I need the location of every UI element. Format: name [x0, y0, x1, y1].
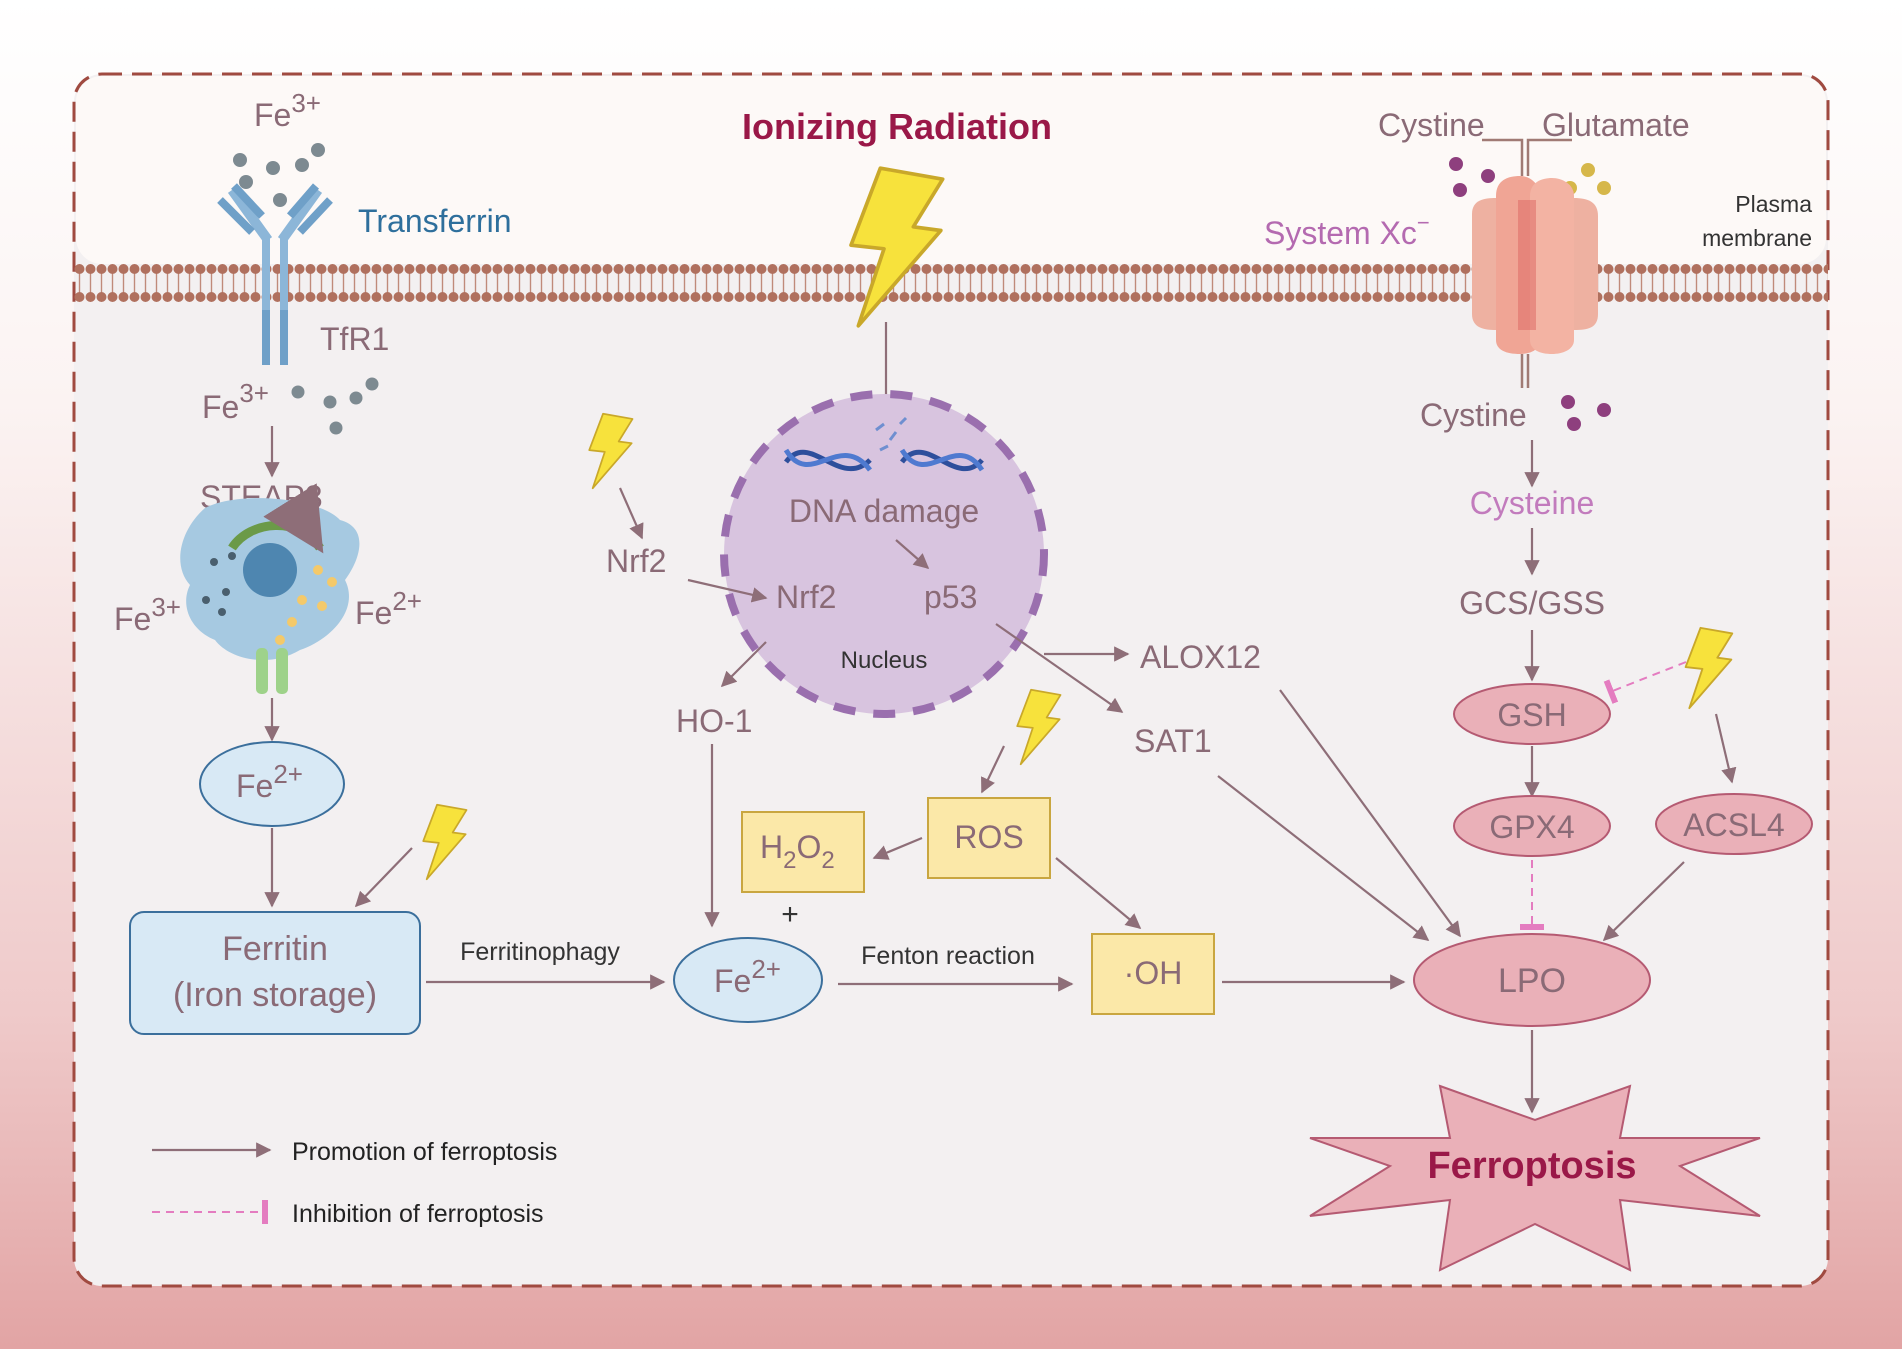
transferrin-label: Transferrin	[358, 203, 512, 239]
xc-transporter-icon	[1472, 138, 1598, 388]
fe3-inside-label: Fe3+	[202, 378, 269, 425]
ferritin-label-line1: Ferritin	[222, 930, 328, 968]
fe2-pool-node	[199, 741, 345, 827]
legend-promotion-label: Promotion of ferroptosis	[292, 1138, 557, 1166]
fe2-center-node	[673, 937, 823, 1023]
gpx4-node	[1453, 795, 1611, 857]
gpx4-label: GPX4	[1489, 809, 1574, 845]
glutamate-label: Glutamate	[1542, 107, 1690, 143]
alox12-label: ALOX12	[1140, 639, 1261, 675]
oh-box	[1091, 933, 1215, 1015]
lpo-label: LPO	[1498, 962, 1566, 1000]
fe3-top-label: Fe3+	[254, 88, 321, 133]
cystine-inside-label: Cystine	[1420, 397, 1527, 433]
nucleus-label: Nucleus	[841, 647, 928, 674]
fe2-center-label: Fe2+	[714, 954, 781, 999]
acsl4-node	[1655, 793, 1813, 855]
ferritinophagy-label: Ferritinophagy	[460, 938, 620, 966]
ferritin-box	[129, 911, 421, 1035]
dna-helix-icon	[783, 416, 985, 472]
h2o2-box	[741, 811, 865, 893]
p53-label: p53	[924, 579, 977, 615]
gcs-gss-label: GCS/GSS	[1459, 585, 1605, 621]
plus-sign: +	[781, 898, 799, 931]
h2o2-label: H2O2	[760, 829, 835, 874]
endosome-fe2-label: Fe2+	[355, 586, 422, 631]
membrane-label-line1: Plasma	[1735, 191, 1812, 217]
cystine-dots-top	[1449, 157, 1495, 197]
membrane-label-line2: membrane	[1702, 225, 1812, 251]
ros-label: ROS	[954, 819, 1023, 855]
ros-box	[927, 797, 1051, 879]
transferrin-receptor-icon	[217, 183, 333, 365]
lpo-node	[1413, 933, 1651, 1027]
cystine-top-label: Cystine	[1378, 107, 1485, 143]
ferroptosis-burst	[1309, 1084, 1761, 1272]
nucleus	[720, 390, 1048, 718]
ho1-label: HO-1	[676, 703, 752, 739]
fe2-pool-label: Fe2+	[236, 759, 303, 804]
legend-inhibition-label: Inhibition of ferroptosis	[292, 1200, 544, 1228]
fe3-dots-top	[233, 143, 325, 207]
system-xc-label: System Xc−	[1264, 210, 1430, 251]
nrf2-inside-label: Nrf2	[776, 579, 836, 615]
tfr1-label: TfR1	[320, 321, 389, 357]
oh-label: ·OH	[1124, 955, 1183, 991]
ferroptosis-label: Ferroptosis	[1427, 1145, 1636, 1187]
acsl4-label: ACSL4	[1683, 807, 1784, 843]
cysteine-label: Cysteine	[1470, 485, 1595, 521]
gsh-node	[1453, 683, 1611, 745]
cystine-dots-inside	[1561, 395, 1611, 431]
endosome-fe3-label: Fe3+	[114, 592, 181, 637]
ferritin-label-line2: (Iron storage)	[173, 976, 377, 1014]
page-title: Ionizing Radiation	[742, 106, 1052, 147]
dna-damage-label: DNA damage	[789, 493, 979, 529]
endosome-icon	[180, 483, 360, 694]
gsh-label: GSH	[1497, 697, 1566, 733]
fenton-label: Fenton reaction	[861, 942, 1035, 970]
nrf2-outside-label: Nrf2	[606, 543, 666, 579]
sat1-label: SAT1	[1134, 723, 1212, 759]
fe3-dots-inside	[291, 377, 379, 435]
